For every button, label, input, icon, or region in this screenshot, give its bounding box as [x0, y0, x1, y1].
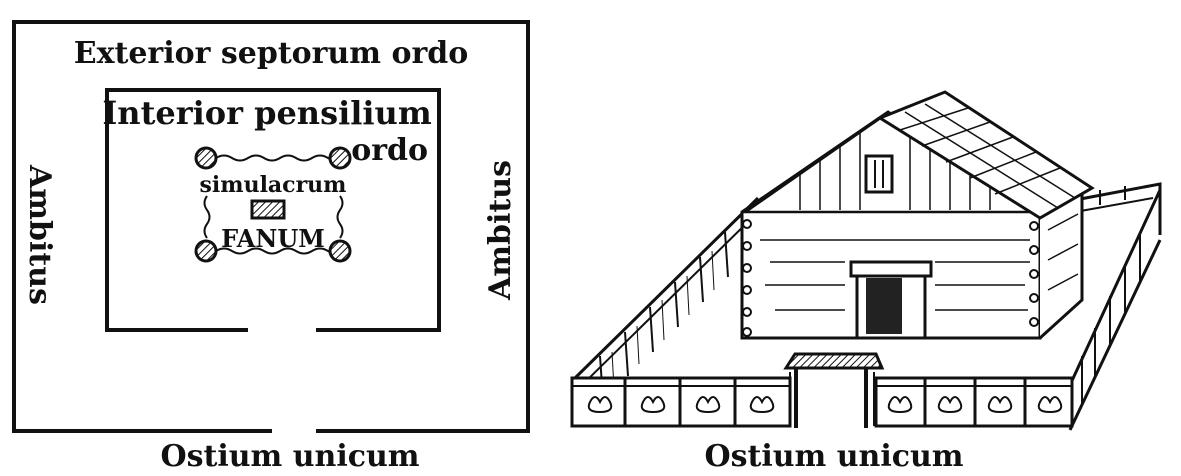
post-top-left [194, 146, 218, 170]
ambitus-right-label: Ambitus [483, 160, 518, 301]
temple-doorway [849, 260, 933, 278]
post-bottom-right [328, 239, 352, 263]
curtain-bottom [215, 247, 345, 255]
fanum-label: FANUM [221, 224, 325, 253]
log-ends [742, 219, 1039, 337]
inner-enclosure-label-line1: Interior pensilium [102, 94, 431, 132]
curtain-right [336, 195, 344, 239]
gable-window [864, 154, 894, 194]
inner-enclosure [105, 88, 441, 332]
ostium-plan-label: Ostium unicum [160, 439, 419, 474]
floor-plan: Exterior septorum ordo Interior pensiliu… [12, 20, 530, 474]
outer-enclosure-label: Exterior septorum ordo [74, 36, 469, 71]
ambitus-left-label: Ambitus [22, 164, 57, 305]
outer-enclosure [12, 20, 530, 433]
temple-illustration [570, 90, 1162, 431]
front-fence [570, 376, 1074, 428]
inner-enclosure-label-line2: ordo [351, 133, 428, 168]
right-fence [1068, 182, 1162, 431]
fence-ornaments [587, 396, 1063, 414]
post-bottom-left [194, 239, 218, 263]
curtain-left [203, 195, 211, 239]
temple-building [740, 90, 1095, 340]
temple-roof [876, 90, 1095, 220]
curtain-top [215, 154, 345, 162]
simulacrum-label: simulacrum [200, 172, 347, 198]
simulacrum-statue [250, 199, 286, 220]
post-top-right [328, 146, 352, 170]
entry-gate [783, 352, 885, 428]
ostium-illustration-label: Ostium unicum [704, 439, 963, 474]
